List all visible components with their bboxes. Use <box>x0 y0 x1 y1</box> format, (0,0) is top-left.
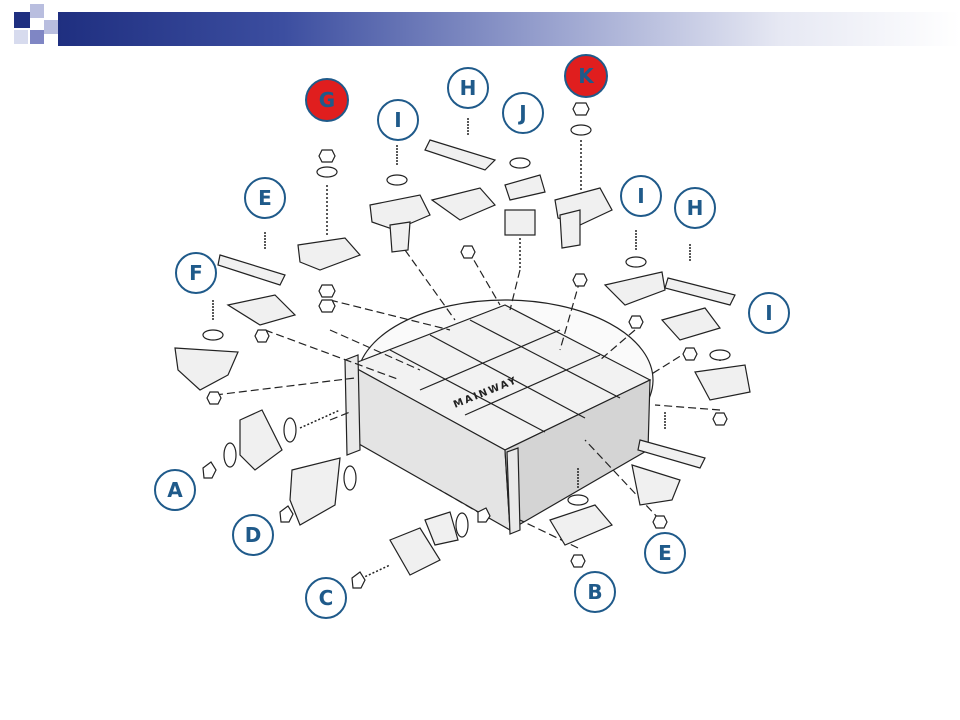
washer <box>343 465 357 491</box>
tray-divider <box>464 354 601 416</box>
washer <box>455 512 469 538</box>
nut <box>652 515 668 529</box>
end-plate <box>344 354 361 456</box>
bracket-f <box>174 347 239 391</box>
header-square-light <box>14 30 28 44</box>
label-i-top: I <box>394 108 401 132</box>
bracket-j-clamp <box>504 209 536 236</box>
part-labels: G I H J K E F I H I A D C B E <box>154 54 790 619</box>
header-square-mid <box>30 30 44 44</box>
label-k-circle <box>564 54 608 98</box>
label-d: D <box>245 523 262 547</box>
tray-divider <box>389 349 546 433</box>
label-i-right2-circle <box>748 292 790 334</box>
washer <box>625 256 647 268</box>
bracket-i-top <box>369 194 431 231</box>
bracket-e-right <box>637 439 706 469</box>
nut <box>712 412 728 426</box>
label-j: J <box>517 101 526 125</box>
label-h-top: H <box>460 76 477 100</box>
nut <box>628 315 644 329</box>
label-e-left-circle <box>244 177 286 219</box>
bracket-e-left-lower <box>226 294 297 326</box>
label-c: C <box>319 586 334 610</box>
label-k: K <box>578 64 595 88</box>
end-plate <box>506 447 521 535</box>
washer <box>567 494 589 506</box>
clamp-c-tab <box>424 511 459 546</box>
label-c-circle <box>305 577 347 619</box>
plate-a <box>239 409 283 471</box>
nut <box>570 554 586 568</box>
bracket-h-right <box>664 277 736 306</box>
bracket-h-top-lower <box>430 187 496 221</box>
nut <box>682 347 698 361</box>
bracket-h-right-lower <box>660 307 721 341</box>
bracket-e-left <box>217 254 286 286</box>
washer <box>202 329 224 341</box>
label-i-top-circle <box>377 99 419 141</box>
washer <box>386 174 408 186</box>
washer <box>509 157 531 169</box>
washer <box>283 417 297 443</box>
label-d-circle <box>232 514 274 556</box>
tray-divider <box>429 334 586 419</box>
label-e-left: E <box>258 186 272 210</box>
nut <box>572 102 590 116</box>
nut <box>279 505 294 523</box>
nut <box>351 571 366 589</box>
washer <box>316 166 338 178</box>
label-e-right-circle <box>644 532 686 574</box>
nut <box>318 149 336 163</box>
nut <box>477 507 491 523</box>
label-j-circle <box>502 92 544 134</box>
header-square-dark <box>14 12 30 28</box>
label-i-right1-circle <box>620 175 662 217</box>
nut <box>572 273 588 287</box>
label-a-circle <box>154 469 196 511</box>
label-h-top-circle <box>447 67 489 109</box>
plate-d <box>289 457 341 526</box>
washer <box>709 349 731 361</box>
bracket-g <box>297 237 362 271</box>
nut <box>318 299 336 313</box>
washer <box>223 442 237 468</box>
nut <box>318 284 336 298</box>
header-square-light <box>30 4 44 18</box>
header-gradient-bar <box>58 12 960 46</box>
bracket-h-top <box>424 139 497 171</box>
nut <box>254 329 270 343</box>
nut <box>460 245 476 259</box>
bracket-i-top-leg <box>389 221 411 253</box>
bracket-i-right2 <box>694 364 751 401</box>
bracket-i-right <box>603 271 666 306</box>
label-i-right2: I <box>765 301 772 325</box>
bracket-e-right-lower <box>631 464 681 506</box>
label-b-circle <box>574 571 616 613</box>
bracket-k-leg <box>559 209 581 249</box>
label-b: B <box>587 580 602 604</box>
label-g-circle <box>305 78 349 122</box>
label-g: G <box>319 88 335 112</box>
bracket-j <box>504 174 546 201</box>
plate-b <box>549 504 613 546</box>
label-h-right: H <box>687 196 704 220</box>
label-i-right1: I <box>637 184 644 208</box>
nut <box>206 391 222 405</box>
clamp-c <box>389 527 441 576</box>
label-h-right-circle <box>674 187 716 229</box>
tray-divider <box>419 329 561 391</box>
label-a: A <box>167 478 183 502</box>
washer <box>570 124 592 136</box>
bolt-horizontal <box>299 409 341 429</box>
slide-header <box>0 0 960 56</box>
tray-divider <box>469 319 621 399</box>
label-f: F <box>189 261 203 285</box>
header-square-light <box>44 20 58 34</box>
label-e-right: E <box>658 541 672 565</box>
nut <box>202 461 217 479</box>
label-f-circle <box>175 252 217 294</box>
